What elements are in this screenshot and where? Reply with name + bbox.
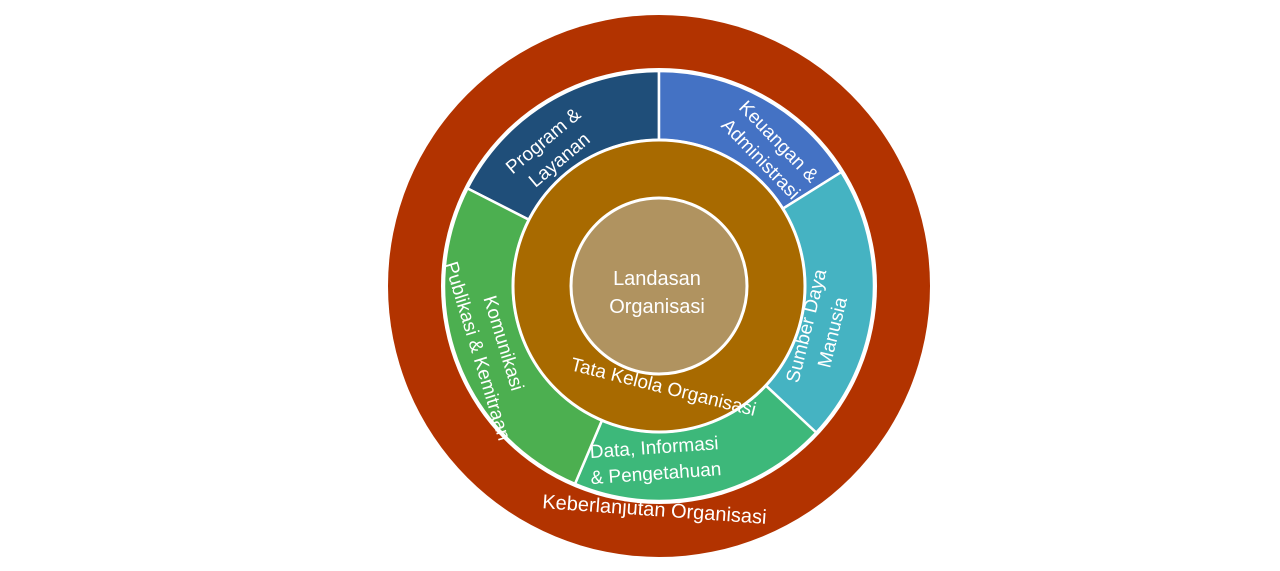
core-circle [569,196,749,376]
